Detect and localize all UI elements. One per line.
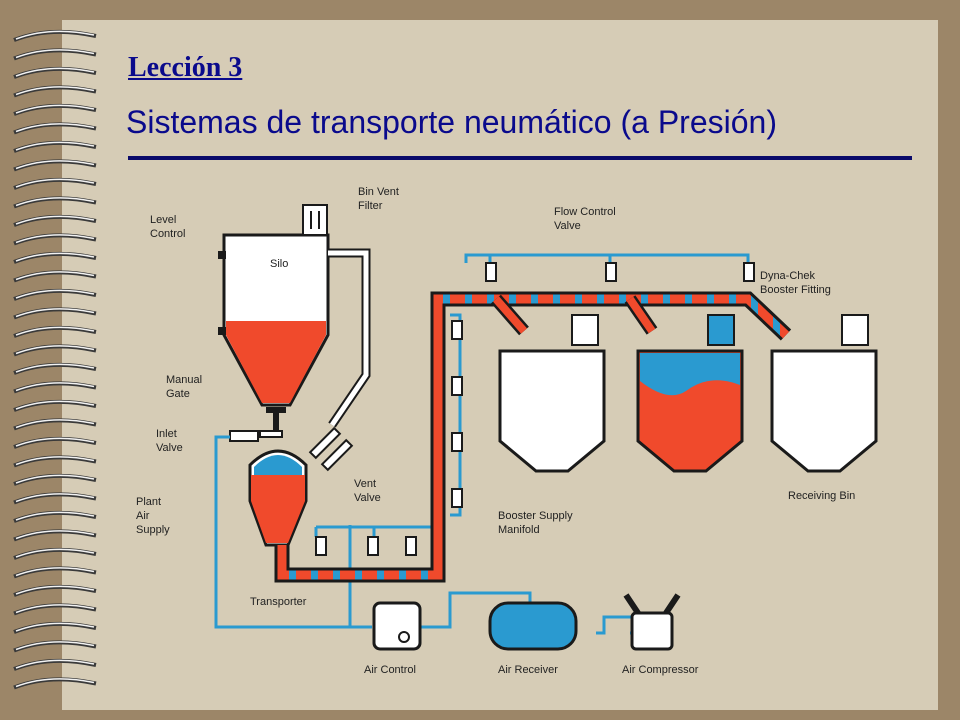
label-silo: Silo — [270, 258, 288, 270]
spiral-coil-highlight — [15, 493, 95, 503]
spiral-coil-highlight — [15, 86, 95, 96]
receiving-bin-3 — [770, 314, 878, 473]
label-vent-valve-1: Vent — [354, 478, 376, 490]
label-level-control-2: Control — [150, 228, 185, 240]
vent-valve — [308, 426, 354, 472]
inlet-valve — [229, 430, 283, 442]
spiral-coil-highlight — [15, 400, 95, 410]
pneumatic-system-diagram: Bin Vent Filter Level Control Silo Manua… — [136, 186, 878, 676]
slide-subtitle: Sistemas de transporte neumático (a Pres… — [126, 104, 777, 140]
spiral-coil-highlight — [15, 271, 95, 281]
air-receiver — [488, 601, 578, 651]
spiral-coil-highlight — [15, 234, 95, 244]
label-manual-gate-1: Manual — [166, 374, 202, 386]
spiral-coil-highlight — [15, 67, 95, 77]
spiral-coil-highlight — [15, 678, 95, 688]
label-dyna-chek-2: Booster Fitting — [760, 284, 831, 296]
label-plant-air-3: Supply — [136, 524, 170, 536]
spiral-coil-highlight — [15, 530, 95, 540]
spiral-coil-highlight — [15, 345, 95, 355]
spiral-binding — [13, 29, 97, 690]
receiving-bin-1 — [498, 314, 606, 473]
label-level-control-1: Level — [150, 214, 176, 226]
label-receiving-bin: Receiving Bin — [788, 490, 855, 502]
spiral-coil-highlight — [15, 289, 95, 299]
spiral-coil-highlight — [15, 604, 95, 614]
booster-valves — [315, 262, 755, 556]
slide-title: Lección 3 — [128, 52, 243, 83]
label-dyna-chek-1: Dyna-Chek — [760, 270, 816, 282]
label-plant-air-1: Plant — [136, 496, 161, 508]
title-divider — [128, 156, 912, 160]
silo — [218, 204, 371, 437]
spiral-coil-highlight — [15, 585, 95, 595]
spiral-coil-highlight — [15, 252, 95, 262]
label-air-receiver: Air Receiver — [498, 664, 558, 676]
spiral-coil-highlight — [15, 419, 95, 429]
spiral-coil-highlight — [15, 197, 95, 207]
spiral-coil-highlight — [15, 308, 95, 318]
spiral-coil-highlight — [15, 30, 95, 40]
label-booster-supply-1: Booster Supply — [498, 510, 573, 522]
spiral-coil-highlight — [15, 437, 95, 447]
label-flow-control-1: Flow Control — [554, 206, 616, 218]
label-vent-valve-2: Valve — [354, 492, 381, 504]
spiral-coil-highlight — [15, 215, 95, 225]
silo-material — [226, 321, 326, 403]
spiral-coil-highlight — [15, 622, 95, 632]
label-manual-gate-2: Gate — [166, 388, 190, 400]
spiral-coil-highlight — [15, 548, 95, 558]
bin-vent-filter — [302, 204, 328, 236]
spiral-coil-highlight — [15, 178, 95, 188]
spiral-coil-highlight — [15, 382, 95, 392]
spiral-coil-highlight — [15, 456, 95, 466]
spiral-coil-highlight — [15, 326, 95, 336]
spiral-coil-highlight — [15, 511, 95, 521]
air-compressor — [623, 593, 681, 651]
spiral-coil-highlight — [15, 123, 95, 133]
label-air-control: Air Control — [364, 664, 416, 676]
label-bin-vent-filter-1: Bin Vent — [358, 186, 399, 198]
label-transporter: Transporter — [250, 596, 307, 608]
spiral-coil-highlight — [15, 104, 95, 114]
diagram-labels: Bin Vent Filter Level Control Silo Manua… — [136, 186, 855, 676]
spiral-coil-highlight — [15, 363, 95, 373]
label-inlet-valve-1: Inlet — [156, 428, 177, 440]
spiral-coil-highlight — [15, 567, 95, 577]
spiral-coil-highlight — [15, 641, 95, 651]
spiral-coil-highlight — [15, 49, 95, 59]
label-flow-control-2: Valve — [554, 220, 581, 232]
spiral-coil-highlight — [15, 474, 95, 484]
spiral-coil-highlight — [15, 160, 95, 170]
air-control — [372, 601, 422, 651]
receiving-bin-2 — [636, 314, 744, 473]
spiral-coil-highlight — [15, 659, 95, 669]
label-inlet-valve-2: Valve — [156, 442, 183, 454]
label-plant-air-2: Air — [136, 510, 150, 522]
convey-line — [274, 291, 792, 583]
label-air-compressor: Air Compressor — [622, 664, 699, 676]
label-booster-supply-2: Manifold — [498, 524, 540, 536]
spiral-coil-highlight — [15, 141, 95, 151]
manual-gate — [266, 407, 286, 413]
label-bin-vent-filter-2: Filter — [358, 200, 383, 212]
transporter — [248, 449, 308, 547]
